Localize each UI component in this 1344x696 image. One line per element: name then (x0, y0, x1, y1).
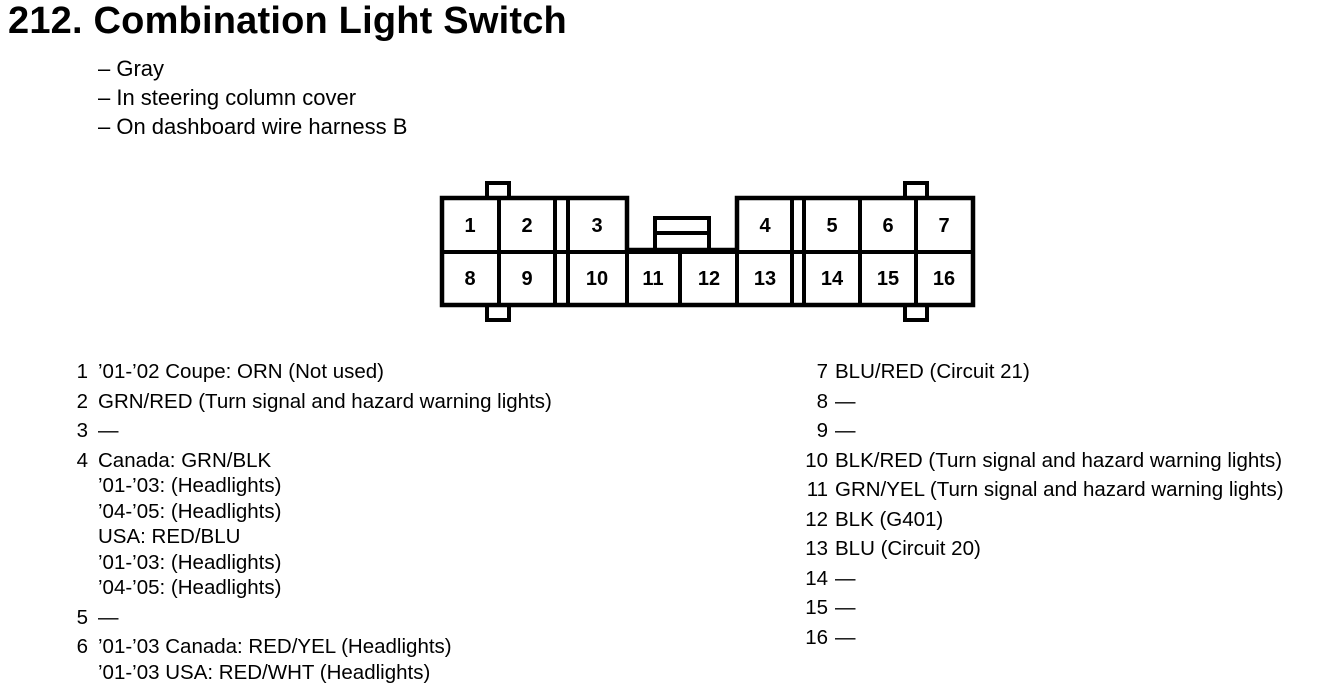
pin-label: 7 (938, 215, 949, 237)
pin-number: 11 (806, 478, 828, 501)
pin-desc: ’04-’05: (Headlights) (98, 576, 282, 599)
pin-number: 2 (76, 389, 88, 413)
pin-desc: ’04-’05: (Headlights) (98, 499, 282, 523)
pin-number: 8 (816, 389, 828, 413)
pin-row: 12 BLK (G401) (794, 507, 1284, 533)
pin-label: 13 (754, 268, 776, 290)
pin-row: 9 — (794, 418, 1284, 444)
pin-desc: — (98, 419, 119, 442)
pin-row: 3 — (0, 418, 552, 444)
pin-desc: BLU/RED (Circuit 21) (835, 360, 1030, 383)
pin-label: 3 (591, 215, 602, 237)
pin-desc: ’01-’03 Canada: RED/YEL (Headlights) (98, 635, 452, 658)
pin-desc: BLK (G401) (835, 507, 944, 531)
pin-number: 12 (805, 507, 828, 531)
pin-row: 6 ’01-’03 Canada: RED/YEL (Headlights) ’… (0, 634, 552, 685)
pin-desc: ’01-’03: (Headlights) (98, 550, 282, 574)
pin-row: 11 GRN/YEL (Turn signal and hazard warni… (794, 477, 1284, 503)
pin-label: 16 (933, 268, 955, 290)
pin-desc: — (835, 566, 856, 590)
pin-row: 13 BLU (Circuit 20) (794, 536, 1284, 562)
pin-row: 1 ’01-’02 Coupe: ORN (Not used) (0, 359, 552, 385)
pin-desc: BLK/RED (Turn signal and hazard warning … (835, 448, 1283, 472)
connector-location-note: – In steering column cover (98, 85, 357, 110)
pin-number: 13 (805, 537, 828, 560)
pin-number: 1 (76, 360, 88, 383)
pin-label: 2 (521, 215, 532, 237)
pin-label: 15 (877, 268, 899, 290)
pin-label: 14 (821, 268, 844, 290)
connector-harness-note: – On dashboard wire harness B (98, 114, 408, 139)
pin-label: 12 (698, 268, 720, 290)
pin-label: 8 (464, 268, 475, 290)
pin-desc: — (835, 419, 856, 442)
pin-number: 16 (805, 625, 828, 649)
pin-number: 3 (76, 419, 88, 442)
pin-label: 9 (521, 268, 532, 290)
pin-desc: GRN/RED (Turn signal and hazard warning … (98, 389, 552, 413)
pin-desc: Canada: GRN/BLK (98, 448, 272, 472)
pin-desc: — (98, 605, 119, 629)
pin-number: 9 (816, 419, 828, 442)
pin-row: 16 — (794, 625, 1284, 651)
pin-row: 15 — (794, 595, 1284, 621)
pin-row: 14 — (794, 566, 1284, 592)
pin-label: 10 (586, 268, 608, 290)
connector-outline (439, 195, 976, 308)
pin-row: 2 GRN/RED (Turn signal and hazard warnin… (0, 389, 552, 415)
pin-number: 10 (805, 448, 828, 472)
pin-label: 4 (759, 215, 771, 237)
pin-desc: USA: RED/BLU (98, 525, 241, 548)
pin-label: 11 (642, 268, 663, 290)
pin-label: 5 (826, 215, 837, 237)
pin-desc: — (835, 389, 856, 413)
pin-label: 1 (464, 215, 475, 237)
page-title: 212. Combination Light Switch (8, 0, 567, 42)
pin-list-right: 7 BLU/RED (Circuit 21) 8 — 9 — 10 BLK/RE… (794, 359, 1284, 654)
pin-desc: ’01-’03 USA: RED/WHT (Headlights) (98, 660, 431, 684)
pin-desc: ’01-’03: (Headlights) (98, 474, 282, 497)
pin-desc: GRN/YEL (Turn signal and hazard warning … (835, 478, 1284, 501)
connector-color-note: – Gray (98, 56, 165, 81)
pin-desc: ’01-’02 Coupe: ORN (Not used) (98, 360, 384, 383)
pin-row: 8 — (794, 389, 1284, 415)
pin-list-left: 1 ’01-’02 Coupe: ORN (Not used) 2 GRN/RE… (0, 359, 552, 689)
pin-number: 6 (76, 635, 88, 658)
pin-row: 4 Canada: GRN/BLK ’01-’03: (Headlights) … (0, 448, 552, 601)
pin-number: 15 (805, 596, 828, 619)
pin-row: 5 — (0, 605, 552, 631)
pin-desc: — (835, 625, 856, 649)
pin-number: 14 (805, 566, 828, 590)
pin-desc: BLU (Circuit 20) (835, 537, 981, 560)
pin-row: 7 BLU/RED (Circuit 21) (794, 359, 1284, 385)
pin-number: 7 (816, 360, 828, 383)
pin-desc: — (835, 596, 856, 619)
pin-row: 10 BLK/RED (Turn signal and hazard warni… (794, 448, 1284, 474)
pin-number: 5 (76, 605, 88, 629)
pin-number: 4 (76, 448, 88, 472)
pin-label: 6 (882, 215, 893, 237)
